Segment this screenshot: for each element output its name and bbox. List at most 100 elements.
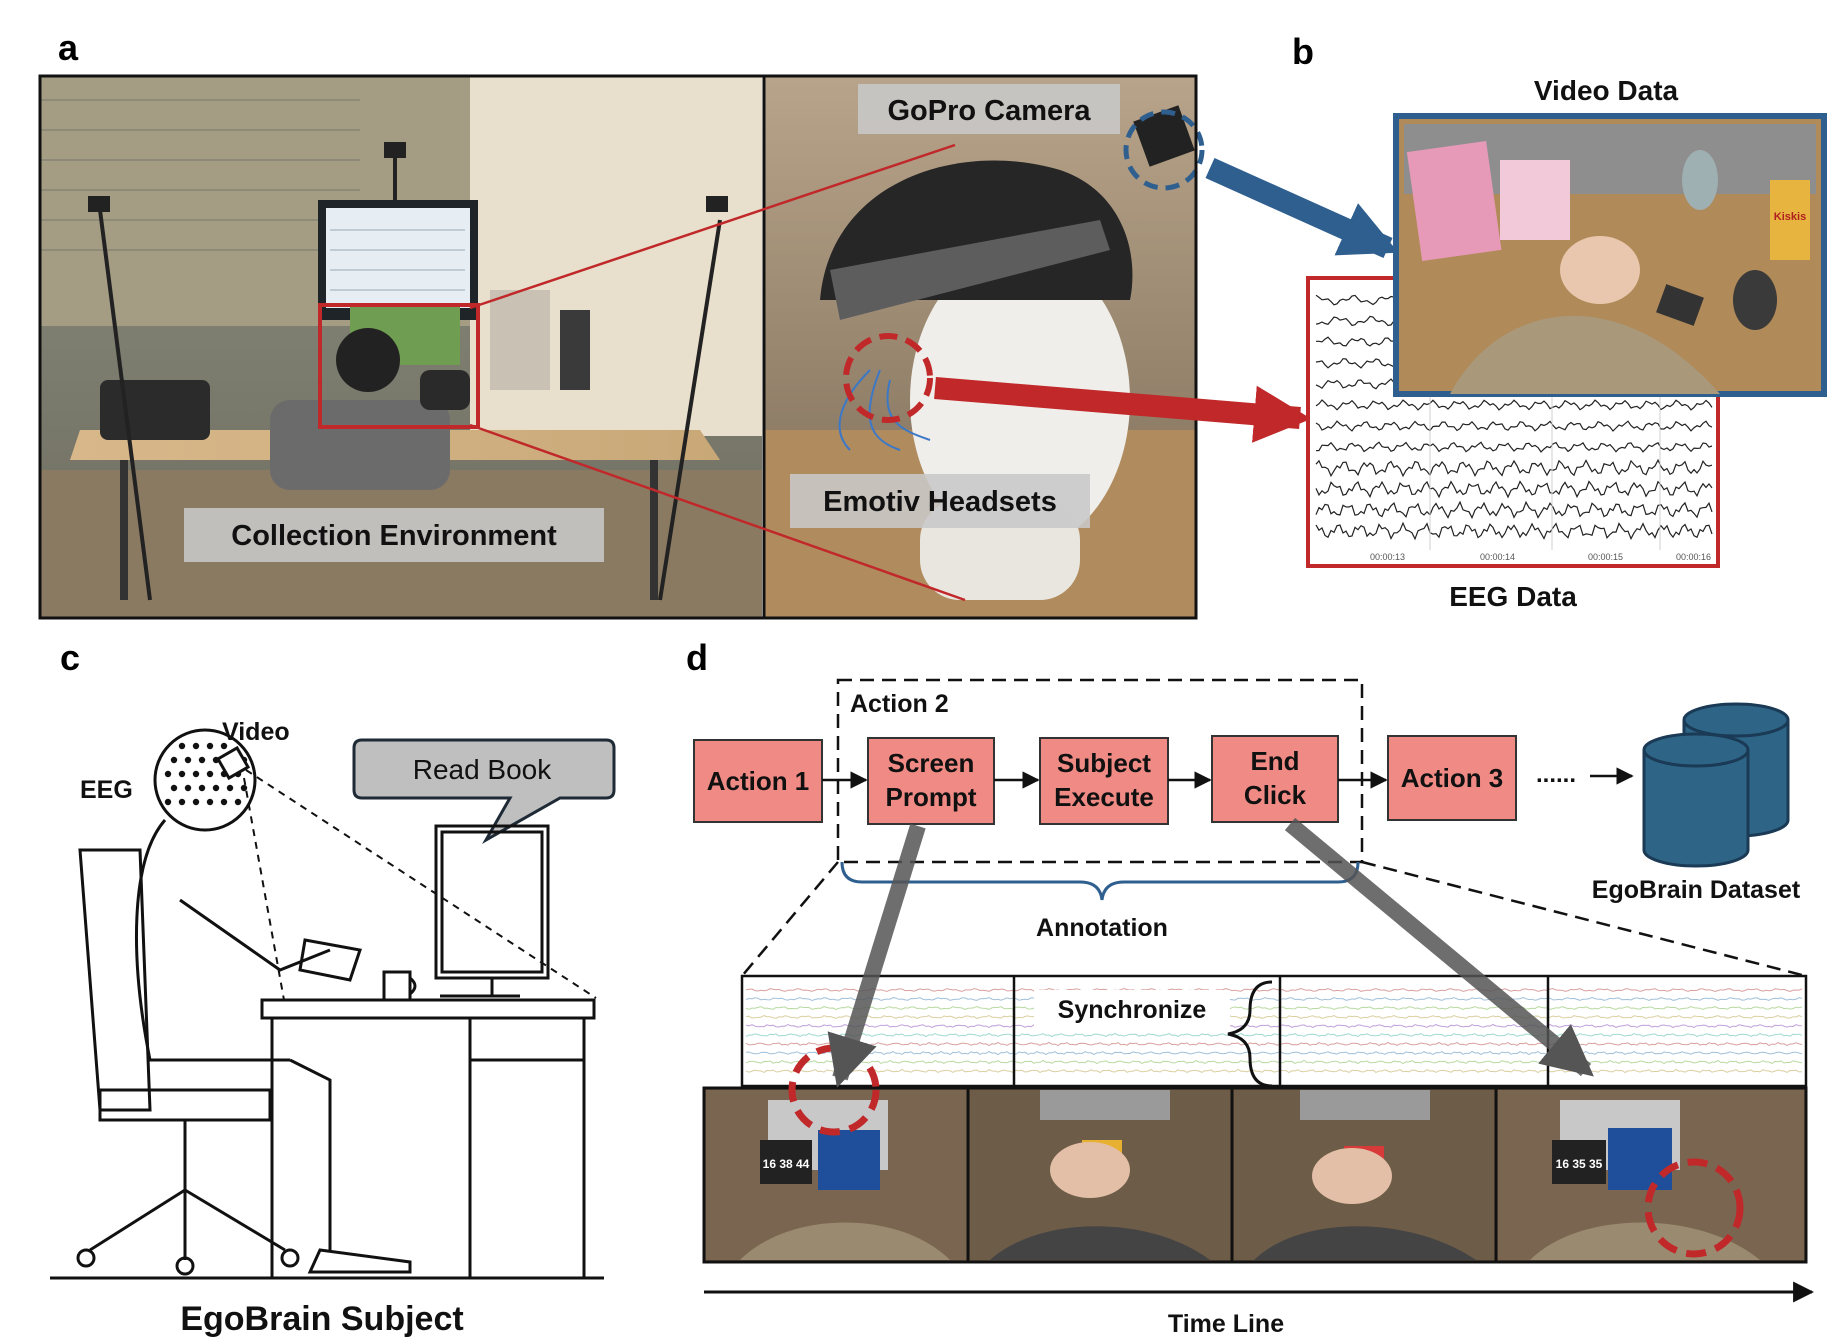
collection-environment-label: Collection Environment	[231, 520, 557, 552]
dataset-icon	[1642, 702, 1790, 868]
panel-a-frame	[38, 74, 1198, 620]
electrode-dot	[184, 784, 192, 792]
video-data-window: Kiskis	[1393, 113, 1827, 397]
eeg-strip-trace	[745, 1005, 1803, 1011]
action-3-text: Action 3	[1401, 763, 1504, 793]
electrode-dot	[192, 742, 200, 750]
screen-prompt-line2: Prompt	[886, 782, 977, 812]
electrode-dot	[184, 756, 192, 764]
eeg-trace	[1315, 480, 1713, 499]
video-frame-2	[970, 1090, 1232, 1260]
eeg-strip-trace	[745, 1041, 1803, 1047]
panel-letter-c: c	[60, 637, 80, 678]
panel-c: c Video EEG Read Book	[50, 637, 616, 1338]
video-frame-3	[1234, 1090, 1496, 1260]
synchronize-label: Synchronize	[1058, 996, 1207, 1024]
panel-d: d Action 2 Action 1 Screen Prompt Subjec…	[686, 637, 1815, 1338]
prompt-to-frame-arrow	[827, 823, 926, 1088]
headset-to-eeg-arrow	[934, 377, 1312, 443]
click-to-frame-arrow	[1284, 817, 1594, 1077]
gopro-camera-label: GoPro Camera	[887, 95, 1091, 127]
electrode-dot	[164, 798, 172, 806]
camera-to-video-arrow	[1205, 157, 1399, 259]
eeg-trace	[1315, 399, 1713, 411]
action-2-group	[836, 678, 1364, 864]
subject-illustration	[50, 728, 604, 1280]
electrode-dot	[178, 798, 186, 806]
eeg-strip-trace	[745, 987, 1803, 993]
eeg-strip-trace	[745, 1059, 1803, 1065]
electrode-dot	[164, 770, 172, 778]
headset-photo: GoPro Camera Emotiv Headsets	[764, 76, 1205, 618]
action-2-group-label: Action 2	[850, 690, 949, 718]
eeg-strip-trace	[745, 1023, 1803, 1029]
eeg-trace	[1315, 420, 1713, 432]
electrode-dot	[192, 770, 200, 778]
annotation-label: Annotation	[1036, 914, 1168, 942]
timeline-label: Time Line	[1168, 1310, 1284, 1338]
ellipsis: ......	[1536, 761, 1576, 788]
eeg-trace	[1315, 441, 1713, 453]
eeg-strip	[740, 974, 1808, 1088]
subject-execute-box: Subject Execute	[1039, 737, 1169, 825]
speech-bubble-text: Read Book	[413, 754, 553, 785]
clock-readout-2: 16 35 35	[1556, 1157, 1603, 1171]
eeg-trace	[1315, 500, 1713, 520]
video-frame-4: 16 35 35	[1498, 1090, 1804, 1260]
electrode-dot	[178, 770, 186, 778]
eeg-trace	[1315, 458, 1713, 478]
eeg-strip-trace	[745, 1014, 1803, 1020]
electrode-dot	[192, 798, 200, 806]
annotation-brace	[840, 861, 1360, 901]
synchronize-brace	[1227, 980, 1273, 1088]
panel-letter-a: a	[58, 27, 79, 68]
eeg-trace	[1315, 521, 1713, 541]
collection-environment-photo: Collection Environment	[40, 76, 762, 618]
screen-prompt-line1: Screen	[888, 748, 975, 778]
screen-prompt-box: Screen Prompt	[867, 737, 995, 825]
eeg-strip-trace	[745, 996, 1803, 1002]
eeg-tick-2: 00:00:14	[1480, 552, 1515, 562]
video-frame-strip: 16 38 44 16 35	[702, 1086, 1808, 1264]
speech-bubble: Read Book	[352, 738, 616, 845]
electrode-dot	[220, 798, 228, 806]
eeg-strip-trace	[745, 1032, 1803, 1038]
emotiv-headsets-label: Emotiv Headsets	[823, 486, 1057, 518]
brand-text: Kiskis	[1774, 211, 1806, 223]
video-label: Video	[222, 718, 290, 746]
eeg-tick-1: 00:00:13	[1370, 552, 1405, 562]
panel-b: b 00:00:13 00:00:14 00:00:15 00:00:16 EE…	[1292, 31, 1827, 612]
clock-readout-1: 16 38 44	[763, 1157, 810, 1171]
panel-letter-b: b	[1292, 31, 1314, 72]
electrode-dot	[240, 784, 248, 792]
electrode-dot	[170, 784, 178, 792]
end-click-line2: Click	[1244, 780, 1307, 810]
eeg-tick-4: 00:00:16	[1676, 552, 1711, 562]
subject-execute-line2: Execute	[1054, 782, 1154, 812]
flow-arrows	[822, 767, 1634, 789]
electrode-dot	[220, 742, 228, 750]
electrode-dot	[206, 798, 214, 806]
electrode-dot	[234, 798, 242, 806]
action-1-box: Action 1	[693, 739, 823, 823]
panel-letter-d: d	[686, 637, 708, 678]
electrode-dot	[170, 756, 178, 764]
electrode-dot	[206, 742, 214, 750]
zoom-line-bottom	[469, 423, 966, 602]
electrode-dot	[206, 770, 214, 778]
end-click-box: End Click	[1211, 735, 1339, 823]
egobrain-dataset-label: EgoBrain Dataset	[1592, 876, 1801, 904]
eeg-strip-trace	[745, 1050, 1803, 1056]
end-click-highlight	[1644, 1158, 1744, 1258]
eeg-strip-trace	[745, 1068, 1803, 1074]
eeg-tick-3: 00:00:15	[1588, 552, 1623, 562]
egobrain-subject-caption: EgoBrain Subject	[180, 1300, 463, 1338]
eeg-label: EEG	[80, 776, 133, 804]
electrode-dot	[178, 742, 186, 750]
zoom-line-top	[469, 143, 956, 310]
subject-execute-line1: Subject	[1057, 748, 1151, 778]
video-data-title: Video Data	[1534, 75, 1679, 106]
electrode-dot	[198, 756, 206, 764]
panel-a: a	[38, 27, 1399, 620]
